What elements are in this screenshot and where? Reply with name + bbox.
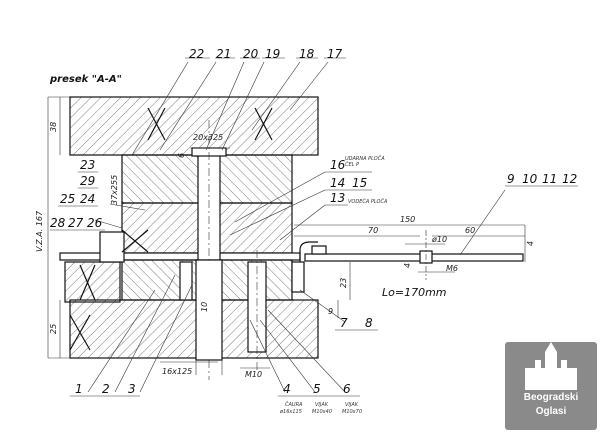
part-11: 11 [542, 172, 557, 186]
dim-16x125: 16x125 [162, 367, 192, 376]
part-3: 3 [128, 382, 136, 396]
dim-20x325: 20x325 [193, 133, 223, 142]
church-icon [525, 342, 577, 390]
note-5-a: VIJAK [315, 402, 329, 408]
dimension-lines [47, 96, 526, 375]
part-20: 20 [243, 47, 259, 61]
dim-38: 38 [49, 122, 58, 132]
strip-workpiece [304, 253, 524, 262]
dim-phi10: ø10 [431, 235, 447, 244]
dim-70: 70 [368, 226, 378, 235]
dim-4a: 4 [403, 263, 412, 268]
note-16-b: ČEL P [345, 161, 359, 168]
dim-9: 9 [328, 307, 333, 316]
watermark-logo: Beogradski Oglasi [505, 342, 597, 430]
dim-vza: V.Z.A. 167 [35, 210, 44, 252]
dim-m6: M6 [446, 264, 458, 273]
part-12: 12 [562, 172, 577, 186]
watermark-line2: Oglasi [535, 406, 567, 417]
part-8: 8 [365, 316, 373, 330]
right-stop-block [291, 261, 305, 293]
part-21: 21 [216, 47, 231, 61]
part-16: 16 [330, 158, 346, 172]
part-6: 6 [343, 382, 351, 396]
dim-25: 25 [49, 324, 58, 334]
dim-6: 6 [177, 153, 186, 158]
left-stop [99, 231, 125, 263]
part-5: 5 [313, 382, 321, 396]
left-guide-block [64, 261, 121, 303]
dim-60: 60 [465, 226, 475, 235]
part-19: 19 [265, 47, 280, 61]
part-24: 24 [80, 192, 95, 206]
dim-150: 150 [400, 215, 415, 224]
part-22: 22 [189, 47, 204, 61]
dim-37x255: 37x255 [110, 175, 119, 205]
dim-4b: 4 [526, 241, 535, 246]
part-13: 13 [330, 191, 345, 205]
part-18: 18 [299, 47, 315, 61]
lo-label: Lo=170mm [382, 286, 447, 299]
part-2: 2 [102, 382, 110, 396]
cross-marks [69, 107, 273, 351]
part-7: 7 [340, 316, 348, 330]
screw-m10 [247, 261, 267, 353]
part-14: 14 [330, 176, 345, 190]
note-5-b: M10x40 [312, 409, 332, 415]
part-25: 25 [60, 192, 75, 206]
part-10: 10 [522, 172, 538, 186]
number-underlines [50, 171, 578, 397]
part-17: 17 [327, 47, 343, 61]
note-6-b: M10x70 [342, 409, 362, 415]
part-9: 9 [507, 172, 515, 186]
strip-catch [311, 245, 327, 255]
note-13: VODEĆA PLOČA [348, 198, 388, 205]
top-plate [69, 96, 319, 156]
leader-lines [87, 57, 506, 393]
base-plate [69, 299, 319, 359]
part-15: 15 [352, 176, 367, 190]
dowel-pin [179, 261, 193, 301]
part-23: 23 [80, 158, 95, 172]
die-opening [195, 259, 223, 361]
note-4-a: ČAURA [285, 401, 303, 408]
watermark-line1: Beogradski [523, 392, 579, 403]
section-title: presek "A-A" [49, 74, 122, 85]
part-29: 29 [80, 174, 95, 188]
strip-channel [59, 252, 301, 261]
part-27: 27 [68, 216, 84, 230]
note-4-b: ø16x115 [279, 409, 302, 415]
part-28: 28 [50, 216, 66, 230]
part-1: 1 [75, 382, 83, 396]
strip-hook [299, 241, 318, 262]
dim-m10: M10 [245, 370, 262, 379]
part-26: 26 [87, 216, 103, 230]
note-16-a: UDARNA PLOČA [345, 155, 385, 162]
note-6-a: VIJAK [345, 402, 359, 408]
dim-23: 23 [339, 278, 348, 288]
part-4: 4 [283, 382, 291, 396]
dim-10: 10 [200, 302, 209, 312]
